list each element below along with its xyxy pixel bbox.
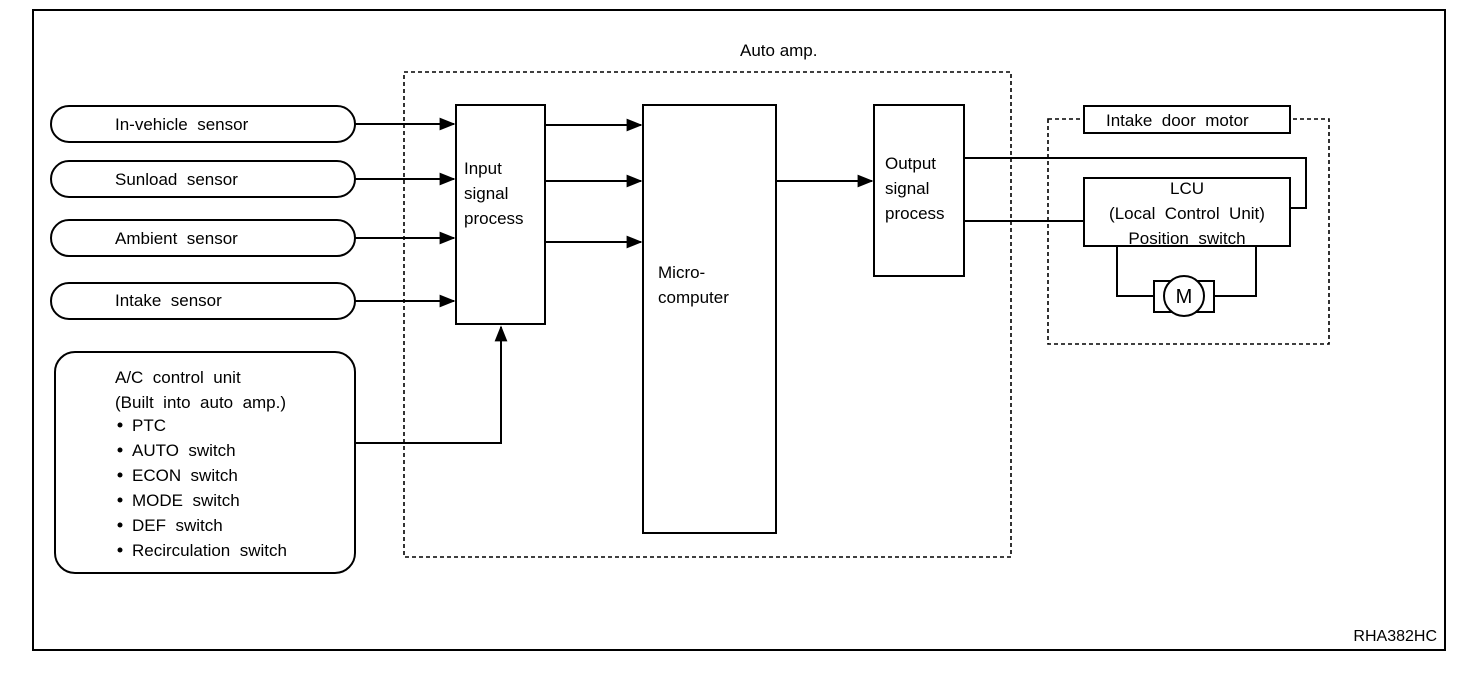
lcu-line-1: LCU xyxy=(1170,179,1204,198)
microcomputer-box xyxy=(642,104,777,534)
bullet-icon xyxy=(117,447,123,453)
ac-item-auto-switch: AUTO switch xyxy=(132,441,236,460)
intake-door-motor-label: Intake door motor xyxy=(1106,111,1249,130)
input-signal-process-line-1: Input xyxy=(464,159,502,178)
ac-control-unit-box xyxy=(54,351,356,574)
sensor-sunload-label: Sunload sensor xyxy=(115,170,238,189)
microcomputer-line-2: computer xyxy=(658,288,729,307)
intake-door-motor-label-box xyxy=(1083,105,1291,134)
output-signal-process-line-3: process xyxy=(885,204,945,223)
microcomputer-line-1: Micro- xyxy=(658,263,705,282)
input-signal-process-box xyxy=(455,104,546,325)
auto-amp-region xyxy=(403,71,1012,558)
motor-wire-left xyxy=(1116,246,1154,297)
ac-item-def-switch: DEF switch xyxy=(132,516,223,535)
ac-item-recirculation-switch: Recirculation switch xyxy=(132,541,287,560)
ac-control-unit-title-2: (Built into auto amp.) xyxy=(115,393,286,412)
ac-item-ptc: PTC xyxy=(132,416,166,435)
bullet-icon xyxy=(117,497,123,503)
output-signal-process-box xyxy=(873,104,965,277)
bullet-icon xyxy=(117,472,123,478)
lcu-line-3: Position switch xyxy=(1128,229,1245,248)
sensor-ambient-label: Ambient sensor xyxy=(115,229,238,248)
outer-frame xyxy=(32,9,1446,651)
ac-control-unit-title-1: A/C control unit xyxy=(115,368,241,387)
ac-item-mode-switch: MODE switch xyxy=(132,491,240,510)
wire-output-to-lcu-top xyxy=(964,157,1307,209)
bullet-icon xyxy=(117,422,123,428)
motor-icon xyxy=(1163,275,1205,317)
sensor-in-vehicle-label: In-vehicle sensor xyxy=(115,115,249,134)
auto-amp-label: Auto amp. xyxy=(740,41,818,60)
output-signal-process-line-1: Output xyxy=(885,154,936,173)
motor-wire-right xyxy=(1214,246,1257,297)
ac-item-econ-switch: ECON switch xyxy=(132,466,238,485)
input-signal-process-line-3: process xyxy=(464,209,524,228)
sensor-intake-label: Intake sensor xyxy=(115,291,222,310)
figure-code: RHA382HC xyxy=(1353,628,1437,645)
bullet-icon xyxy=(117,522,123,528)
input-signal-process-line-2: signal xyxy=(464,184,508,203)
lcu-line-2: (Local Control Unit) xyxy=(1109,204,1265,223)
motor-symbol: M xyxy=(1176,286,1193,308)
bullet-icon xyxy=(117,547,123,553)
arrow-ac-control-unit xyxy=(355,325,508,444)
output-signal-process-line-2: signal xyxy=(885,179,929,198)
lcu-box xyxy=(1083,177,1291,247)
